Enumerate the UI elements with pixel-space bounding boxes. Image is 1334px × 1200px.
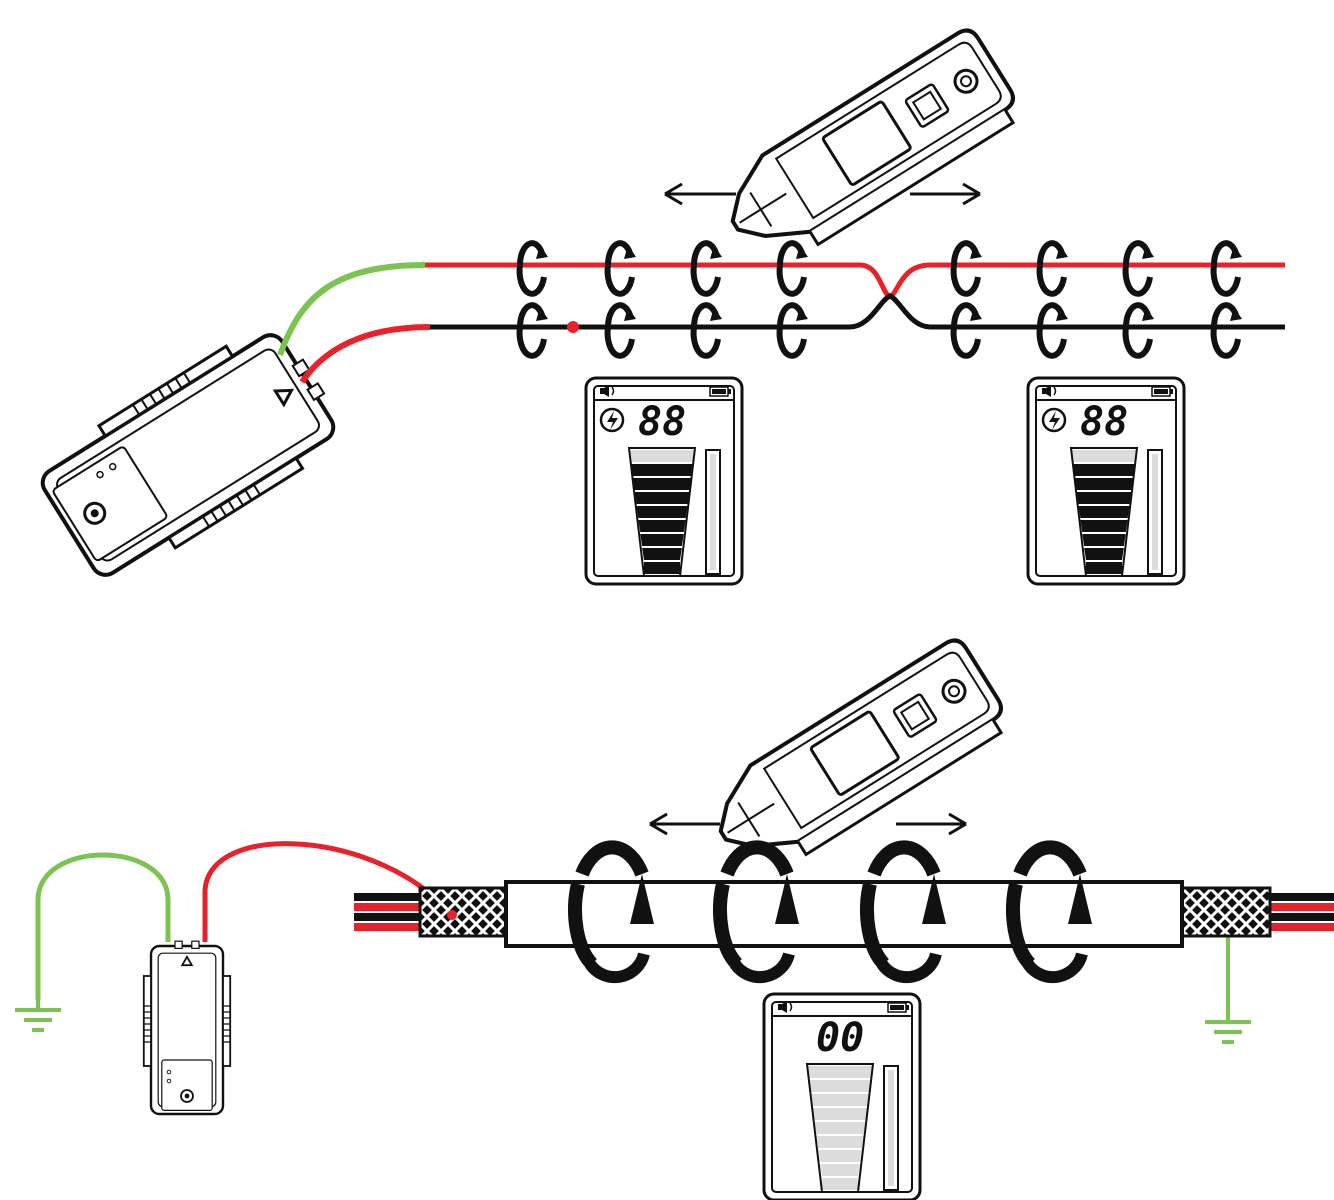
- transmitter-unit: [142, 940, 232, 1116]
- rotation-arrow-icon: [713, 840, 799, 984]
- rotation-arrow-icon: [1006, 840, 1092, 984]
- signal-bar: [820, 1164, 860, 1176]
- signal-bar: [630, 464, 694, 476]
- cable-conductors-right: [1268, 893, 1334, 931]
- lightning-icon: [599, 407, 625, 433]
- signal-bar: [807, 1066, 873, 1078]
- signal-bar: [642, 548, 682, 560]
- signal-bar: [810, 1094, 870, 1106]
- signal-bar: [1082, 534, 1126, 546]
- signal-bar: [644, 562, 680, 574]
- signal-bar: [816, 1136, 864, 1148]
- lightning-icon: [1041, 407, 1067, 433]
- signal-bar: [629, 450, 695, 462]
- direction-arrow-icon: [910, 182, 981, 206]
- signal-bar: [818, 1150, 862, 1162]
- signal-bar: [1080, 520, 1128, 532]
- signal-reading: 88: [1080, 399, 1128, 445]
- lcd-display-bottom: 00: [762, 992, 922, 1200]
- signal-strength-bars: [805, 1063, 875, 1193]
- lcd-display-left: 88: [584, 376, 744, 586]
- signal-strength-bars: [627, 447, 697, 577]
- receiver-clamp: [709, 23, 1028, 279]
- signal-bar: [638, 520, 686, 532]
- rotation-arrow-icon: [568, 840, 654, 984]
- signal-bar: [1074, 478, 1134, 490]
- red-test-lead: [202, 841, 454, 942]
- rotation-arrow-icon: [520, 305, 1242, 356]
- signal-bar: [1078, 506, 1130, 518]
- green-test-lead: [277, 262, 426, 357]
- transmitter-unit: [29, 313, 354, 593]
- signal-bar-outline: [627, 447, 697, 577]
- signal-bar: [1076, 492, 1132, 504]
- bottom-scene: 00: [15, 633, 1334, 1200]
- signal-bar: [632, 478, 692, 490]
- cable-conductors-left: [354, 893, 424, 931]
- direction-arrow-icon: [896, 812, 967, 836]
- signal-bar: [814, 1122, 866, 1134]
- red-wire: [425, 262, 1285, 299]
- ground-symbol-icon: [15, 1000, 61, 1032]
- signal-bar: [1072, 464, 1136, 476]
- signal-reading: 00: [816, 1015, 864, 1061]
- cable-jacket: [504, 880, 1184, 948]
- signal-strength-bars: [1069, 447, 1139, 577]
- signal-bar: [1084, 548, 1124, 560]
- signal-bar: [1086, 562, 1122, 574]
- signal-bar-outline: [1069, 447, 1139, 577]
- lcd-display-right: 88: [1026, 376, 1186, 586]
- signal-reading: 88: [638, 399, 686, 445]
- signal-bar-outline: [805, 1063, 875, 1193]
- signal-bar: [1071, 450, 1137, 462]
- red-test-lead: [299, 324, 431, 384]
- signal-bar: [808, 1080, 872, 1092]
- signal-bar: [640, 534, 684, 546]
- cable-shield-braid: [418, 886, 510, 938]
- rotation-arrow-icon: [860, 840, 946, 984]
- signal-bar: [634, 492, 690, 504]
- signal-bar: [812, 1108, 868, 1120]
- direction-arrow-icon: [664, 182, 736, 206]
- ground-symbol-icon: [1205, 922, 1251, 1044]
- green-test-lead: [35, 852, 171, 1000]
- top-scene: 88 88: [29, 23, 1285, 593]
- signal-bar: [822, 1178, 858, 1190]
- signal-bar: [636, 506, 688, 518]
- wire-contact-dot: [567, 321, 579, 333]
- cable-shield-braid: [1178, 886, 1272, 938]
- black-wire: [430, 293, 1285, 330]
- rotation-arrow-icon: [568, 840, 1092, 984]
- direction-arrow-icon: [649, 812, 720, 836]
